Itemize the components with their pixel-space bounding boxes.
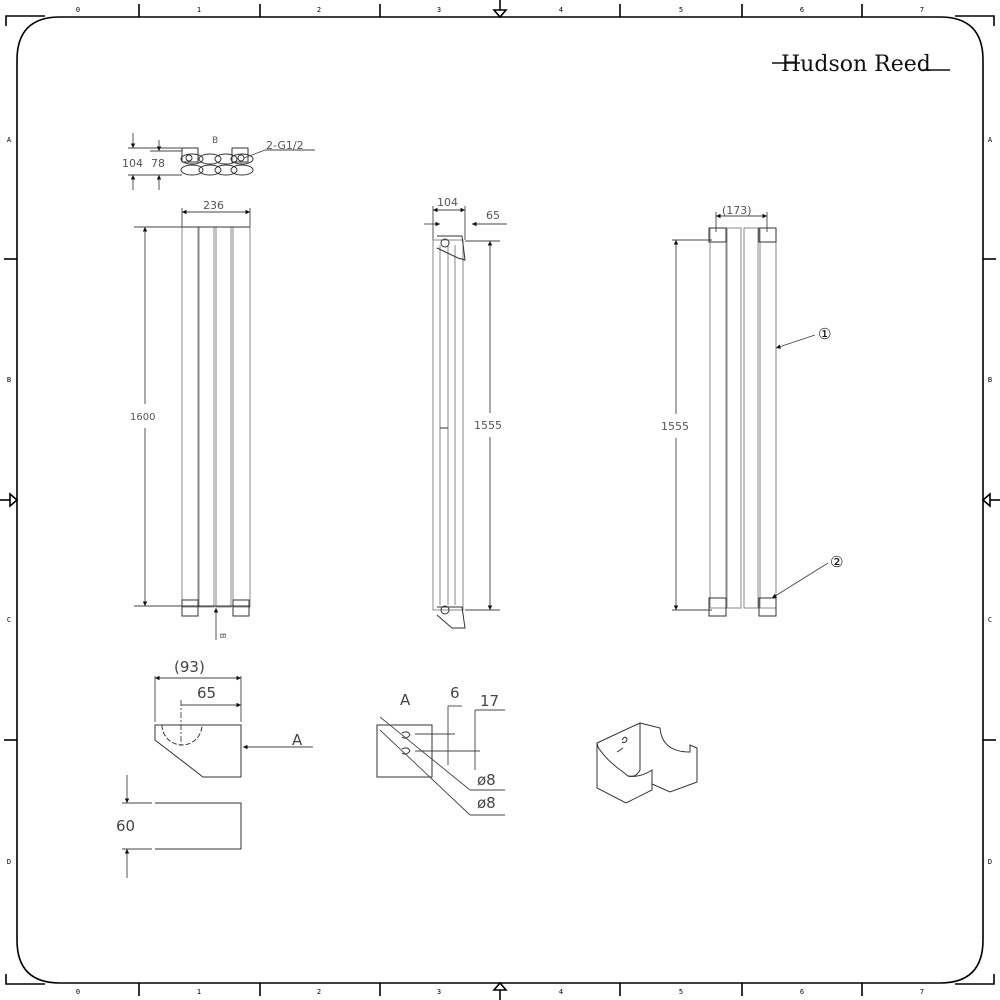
dim-height: 1600 — [130, 412, 155, 423]
dim-overall-depth: 104 — [122, 157, 143, 170]
label-b: B — [212, 136, 218, 146]
row-label: C — [988, 616, 992, 624]
rear-dim-bracket-spacing: (173) — [722, 204, 752, 217]
col-label: 0 — [76, 988, 80, 996]
col-label: 7 — [920, 6, 924, 14]
front-view: 236 1600 B — [130, 199, 251, 640]
col-label: 6 — [800, 988, 804, 996]
side-view: 104 65 1555 — [424, 196, 507, 629]
rear-view: (173) 1555 ① ② — [661, 204, 843, 617]
row-label: B — [988, 376, 992, 384]
col-label: 5 — [679, 6, 683, 14]
side-dim-depth: 104 — [437, 196, 458, 209]
row-label: D — [988, 858, 992, 866]
row-label: B — [7, 376, 11, 384]
hole-diameter-1: ø8 — [477, 771, 496, 789]
top-view: 104 78 B 2-G1/2 — [122, 133, 315, 190]
row-label: D — [7, 858, 11, 866]
col-label: 2 — [317, 6, 321, 14]
section-marker: B — [218, 633, 227, 639]
col-label: 4 — [559, 6, 563, 14]
view-a-dim-hole-spacing: 17 — [480, 692, 499, 710]
bracket-side-detail: (93) 65 A — [154, 658, 313, 778]
row-label: A — [7, 136, 12, 144]
connection-label: 2-G1/2 — [266, 139, 304, 152]
col-label: 0 — [76, 6, 80, 14]
dim-tube-depth: 78 — [151, 157, 165, 170]
col-label: 6 — [800, 6, 804, 14]
bracket-dim-width: 60 — [116, 817, 135, 835]
bracket-plan-detail: 60 — [116, 775, 242, 878]
row-label: C — [7, 616, 11, 624]
dim-width: 236 — [203, 199, 224, 212]
col-label: 3 — [437, 988, 441, 996]
brand-logo: Hudson Reed — [772, 52, 950, 77]
bracket-isometric — [596, 722, 698, 804]
bracket-view-a: A 6 17 ø8 ø8 — [376, 684, 505, 816]
side-dim-bracket-centres: 1555 — [474, 419, 502, 432]
col-label: 3 — [437, 6, 441, 14]
col-label: 2 — [317, 988, 321, 996]
view-arrow-label-a: A — [292, 731, 303, 749]
col-label: 4 — [559, 988, 563, 996]
col-label: 1 — [197, 988, 201, 996]
side-dim-wall-offset: 65 — [486, 209, 500, 222]
bracket-dim-overall: (93) — [174, 658, 205, 676]
view-a-dim-hole-top: 6 — [450, 684, 460, 702]
row-label: A — [988, 136, 993, 144]
callout-2: ② — [830, 553, 843, 571]
col-label: 1 — [197, 6, 201, 14]
hole-diameter-2: ø8 — [477, 794, 496, 812]
col-label: 5 — [679, 988, 683, 996]
view-a-title: A — [400, 691, 411, 709]
rear-dim-bracket-centres: 1555 — [661, 420, 689, 433]
bracket-dim-offset: 65 — [197, 684, 216, 702]
logo-text: Hudson Reed — [781, 52, 931, 77]
callout-1: ① — [818, 325, 831, 343]
col-label: 7 — [920, 988, 924, 996]
